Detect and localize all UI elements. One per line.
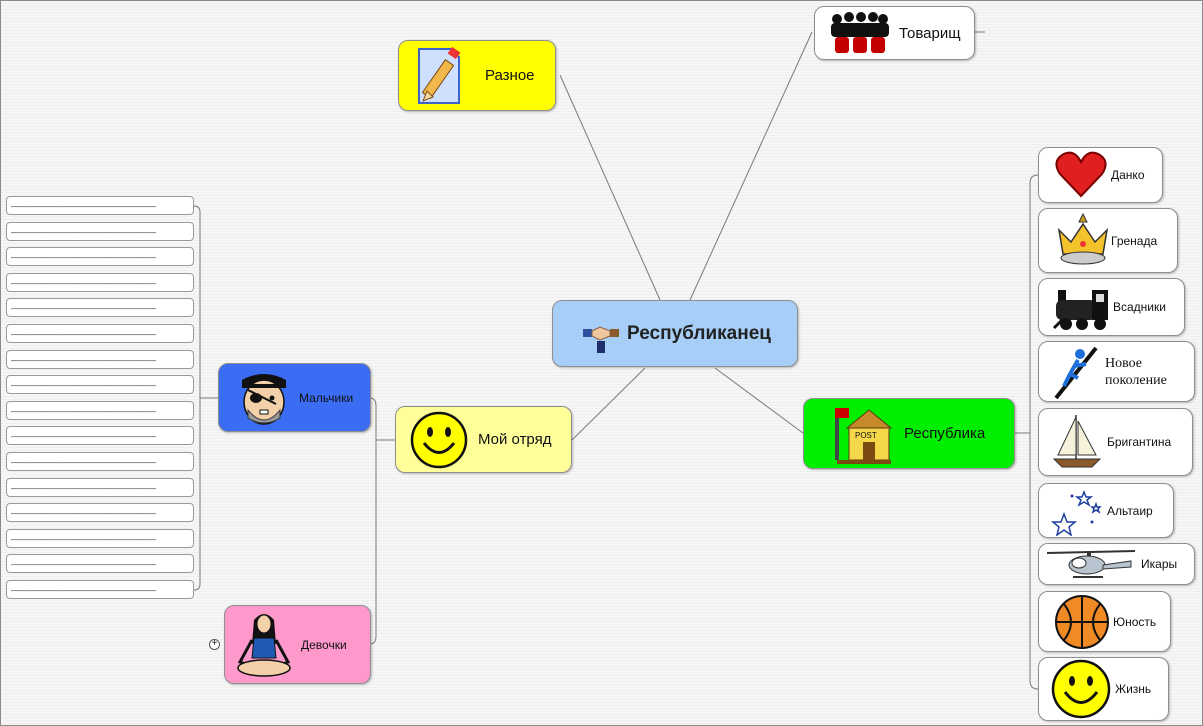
stars-icon <box>1047 485 1105 537</box>
subtopic-malchiki[interactable]: Мальчики <box>218 363 371 432</box>
topic-raznoe-label: Разное <box>485 67 535 84</box>
heart-icon <box>1053 148 1109 202</box>
blank-entry[interactable]: ______________________ <box>6 375 194 394</box>
topic-raznoe[interactable]: Разное <box>398 40 556 111</box>
blank-entry[interactable]: ______________________ <box>6 298 194 317</box>
blank-entry[interactable]: ______________________ <box>6 222 194 241</box>
expand-toggle-devochki[interactable]: + <box>209 639 220 650</box>
crown-icon <box>1051 211 1115 271</box>
pirate-icon <box>233 366 295 430</box>
climber-icon <box>1049 343 1103 401</box>
blank-entry[interactable]: ______________________ <box>6 426 194 445</box>
child-yunost[interactable]: Юность <box>1038 591 1171 652</box>
blank-entry[interactable]: ______________________ <box>6 529 194 548</box>
child-label: Икары <box>1141 557 1178 571</box>
child-label: Жизнь <box>1115 682 1152 696</box>
child-danko[interactable]: Данко <box>1038 147 1163 203</box>
blank-entry[interactable]: ______________________ <box>6 452 194 471</box>
child-grenada[interactable]: Гренада <box>1038 208 1178 273</box>
blank-entry[interactable]: ______________________ <box>6 401 194 420</box>
child-label: Новое поколение <box>1105 355 1167 388</box>
people-group-icon <box>825 8 895 58</box>
blank-entry[interactable]: ______________________ <box>6 247 194 266</box>
blank-entry[interactable]: ______________________ <box>6 196 194 215</box>
child-label: Гренада <box>1111 233 1158 248</box>
child-brigantina[interactable]: Бригантина <box>1038 408 1193 476</box>
blank-entry[interactable]: ______________________ <box>6 503 194 522</box>
blank-entry[interactable]: ______________________ <box>6 350 194 369</box>
pencil-paper-icon <box>407 41 477 111</box>
blank-entry[interactable]: ______________________ <box>6 273 194 292</box>
svg-text:POST: POST <box>855 431 877 440</box>
post-office-icon: POST <box>832 401 894 467</box>
topic-tovarisch[interactable]: Товарищ <box>814 6 975 60</box>
child-label: Альтаир <box>1107 503 1153 518</box>
child-ikary[interactable]: Икары <box>1038 543 1195 585</box>
child-zhizn[interactable]: Жизнь <box>1038 657 1169 721</box>
subtopic-devochki[interactable]: Девочки <box>224 605 371 684</box>
handshake-icon <box>579 312 623 356</box>
blank-entry[interactable]: ______________________ <box>6 324 194 343</box>
subtopic-malchiki-label: Мальчики <box>299 390 354 405</box>
subtopic-devochki-label: Девочки <box>301 637 347 652</box>
blank-entry[interactable]: ______________________ <box>6 580 194 599</box>
topic-respublika[interactable]: POST Республика <box>803 398 1015 469</box>
child-label: Бригантина <box>1107 435 1172 449</box>
helicopter-icon <box>1043 544 1139 584</box>
smiley-icon <box>1049 658 1113 720</box>
basketball-icon <box>1053 593 1111 651</box>
child-altair[interactable]: Альтаир <box>1038 483 1174 538</box>
sailboat-icon <box>1047 410 1107 474</box>
meditating-girl-icon <box>233 607 295 683</box>
central-topic[interactable]: Республиканец <box>552 300 798 367</box>
locomotive-icon <box>1051 279 1113 335</box>
blank-entry[interactable]: ______________________ <box>6 478 194 497</box>
child-vsadniki[interactable]: Всадники <box>1038 278 1185 336</box>
topic-moy-otryad[interactable]: Мой отряд <box>395 406 572 473</box>
child-label: Всадники <box>1113 300 1166 314</box>
topic-tovarisch-label: Товарищ <box>899 24 961 42</box>
central-topic-label: Республиканец <box>627 322 771 344</box>
smiley-icon <box>408 409 470 471</box>
child-label: Данко <box>1111 168 1145 182</box>
child-label: Юность <box>1113 614 1157 629</box>
topic-moy-otryad-label: Мой отряд <box>478 431 552 448</box>
topic-respublika-label: Республика <box>904 425 986 442</box>
child-novoe-pokolenie[interactable]: Новое поколение <box>1038 341 1195 402</box>
blank-entry[interactable]: ______________________ <box>6 554 194 573</box>
